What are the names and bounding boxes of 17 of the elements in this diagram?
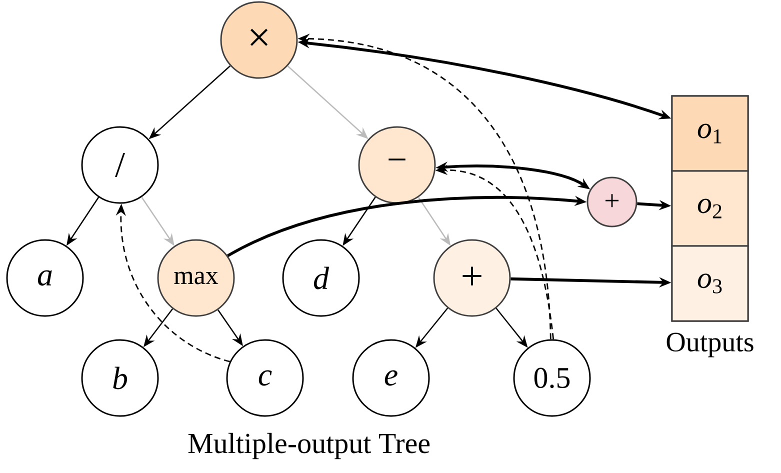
operator-node: × [220,1,298,79]
operator-node: + [433,239,511,317]
output-cell: o$_{1}$ [671,95,749,172]
operator-node: + [586,176,638,228]
stack-heading: Outputs [666,332,754,358]
output-cell: o$_{2}$ [671,170,749,247]
leaf-node: e [352,339,430,417]
leaf-node: 0.5 [513,339,591,417]
leaf-node: d [282,239,360,317]
caption: Multiple-output Tree [188,432,430,460]
leaf-node: a [6,239,84,317]
operator-node: max [157,239,235,317]
operator-node: / [81,126,159,204]
output-cell: o$_{3}$ [671,245,749,322]
operator-node: − [358,126,436,204]
leaf-node: c [226,339,304,417]
leaf-node: b [81,339,159,417]
